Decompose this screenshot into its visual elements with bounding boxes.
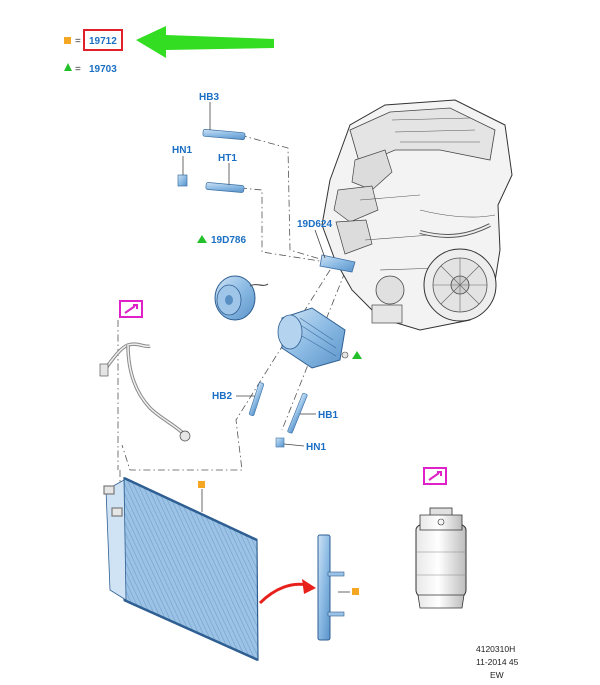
- label-ht1[interactable]: HT1: [218, 153, 237, 164]
- flow-arrow-icon: [258, 579, 316, 605]
- label-19d786[interactable]: 19D786: [211, 235, 246, 246]
- clutch-pulley-19d786: [214, 275, 269, 321]
- label-hb3[interactable]: HB3: [199, 92, 219, 103]
- nut-hn1-top: [177, 156, 188, 187]
- illustration-reference: 4120310H 11-2014 45 EW: [476, 644, 519, 680]
- legend-triangle-part[interactable]: 19703: [89, 64, 117, 75]
- triangle-marker-icon: [352, 351, 362, 359]
- pointer-arrow-icon: [136, 26, 274, 58]
- label-hn1-top[interactable]: HN1: [172, 145, 192, 156]
- special-tool-icon: [423, 467, 447, 485]
- legend-square-part[interactable]: 19712: [89, 36, 117, 47]
- part-labels: HB3 HN1 HT1 19D624 19D786 HB2 HB1 HN1: [172, 92, 338, 453]
- ref-line-3: EW: [490, 670, 504, 680]
- square-marker-icon: [352, 588, 359, 595]
- special-tool-icon: [119, 300, 143, 318]
- label-hn1-bottom[interactable]: HN1: [306, 442, 326, 453]
- label-19d624[interactable]: 19D624: [297, 219, 332, 230]
- legend: = 19712 = 19703: [64, 26, 274, 75]
- ac-hose-line: [99, 342, 191, 442]
- bolt-ht1: [205, 163, 245, 193]
- legend-eq-1: =: [75, 36, 81, 47]
- bolt-hb3: [202, 102, 246, 140]
- bolt-hb2: [236, 382, 265, 417]
- legend-eq-2: =: [75, 64, 81, 75]
- label-hb1[interactable]: HB1: [318, 410, 338, 421]
- nut-hn1-bottom: [275, 437, 305, 448]
- engine-block: [319, 99, 513, 331]
- label-hb2[interactable]: HB2: [212, 391, 232, 402]
- square-marker-icon: [198, 481, 205, 488]
- ref-line-2: 11-2014 45: [476, 657, 519, 667]
- triangle-marker-icon: [64, 63, 72, 71]
- ac-condenser: [103, 476, 259, 662]
- square-marker-icon: [64, 37, 71, 44]
- triangle-marker-icon: [197, 235, 207, 243]
- receiver-drier-19712: [317, 534, 359, 641]
- ref-line-1: 4120310H: [476, 644, 515, 654]
- ac-compressor: [277, 307, 362, 369]
- refrigerant-cylinder: [415, 507, 467, 609]
- highlight-box: [83, 29, 123, 51]
- bolt-hb1: [287, 392, 316, 434]
